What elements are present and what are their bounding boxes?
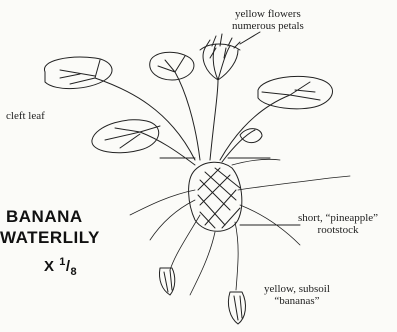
label-rootstock-line2: rootstock xyxy=(298,224,378,236)
label-rootstock: short, “pineapple” rootstock xyxy=(298,212,378,236)
petiole-lower-left xyxy=(140,132,195,165)
scale-prefix: X xyxy=(44,258,59,275)
bananas xyxy=(159,268,245,324)
petiole-left xyxy=(95,78,195,160)
label-bananas-line1: yellow, subsoil xyxy=(264,283,330,295)
flower-stalk xyxy=(210,80,218,160)
label-flowers-line1: yellow flowers xyxy=(232,8,304,20)
title-line2: WATERLILY xyxy=(0,228,100,248)
label-cleft-leaf: cleft leaf xyxy=(6,110,45,122)
scale-numerator: 1 xyxy=(59,256,66,268)
leaf-right xyxy=(258,76,333,108)
leaf-upper-left xyxy=(44,57,112,88)
scale-denominator: 8 xyxy=(70,266,77,278)
label-bananas-line2: “bananas” xyxy=(264,295,330,307)
flower xyxy=(200,34,240,80)
petiole-lower-right xyxy=(222,130,255,162)
label-rootstock-line1: short, “pineapple” xyxy=(298,212,378,224)
leaf-small-right xyxy=(240,129,262,143)
label-bananas: yellow, subsoil “bananas” xyxy=(264,283,330,307)
leaf-top xyxy=(150,52,194,80)
petiole-right xyxy=(220,95,290,160)
pointer-flowers xyxy=(240,32,260,44)
label-flowers-line2: numerous petals xyxy=(232,20,304,32)
scale-label: X 1/8 xyxy=(44,252,77,282)
label-flowers: yellow flowers numerous petals xyxy=(232,8,304,32)
title-line1: BANANA xyxy=(6,207,83,227)
